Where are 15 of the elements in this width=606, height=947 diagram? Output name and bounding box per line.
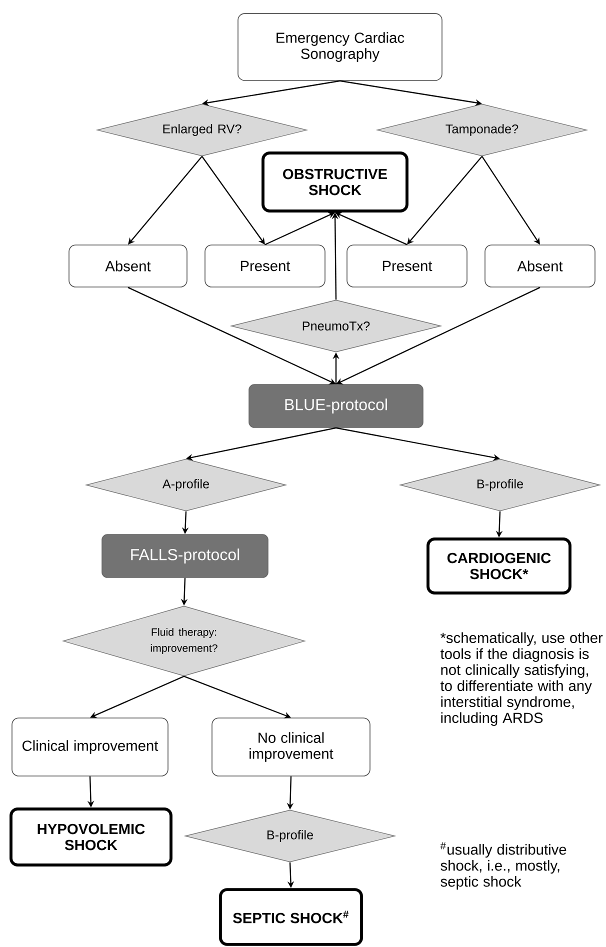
process-box: Absent <box>68 244 188 288</box>
process-box: Present <box>346 244 468 288</box>
diagnosis-box: OBSTRUCTIVE SHOCK <box>262 152 408 212</box>
diagnosis-box: CARDIOGENIC SHOCK* <box>426 538 572 594</box>
footnote-text: *schematically, use other tools if the diagnosis is not clinically satisfying, to differentiate with any interstitial syndrome, including ARDS <box>440 632 603 726</box>
diagnosis-box: SEPTIC SHOCK$^{#}$ <box>219 888 363 946</box>
process-box: Clinical improvement <box>12 718 168 776</box>
process-box: Present <box>204 244 326 288</box>
diagnosis-box: HYPOVOLEMIC SHOCK <box>10 808 172 866</box>
process-box: No clinical improvement <box>212 718 370 776</box>
footnote-text: $^{#}$usually distributive shock, i.e., mostly, septic shock <box>440 842 566 890</box>
process-box: Absent <box>484 244 596 288</box>
protocol-box: BLUE-protocol <box>248 384 424 428</box>
process-box: Emergency Cardiac Sonography <box>238 13 442 81</box>
protocol-box: FALLS-protocol <box>102 534 268 578</box>
